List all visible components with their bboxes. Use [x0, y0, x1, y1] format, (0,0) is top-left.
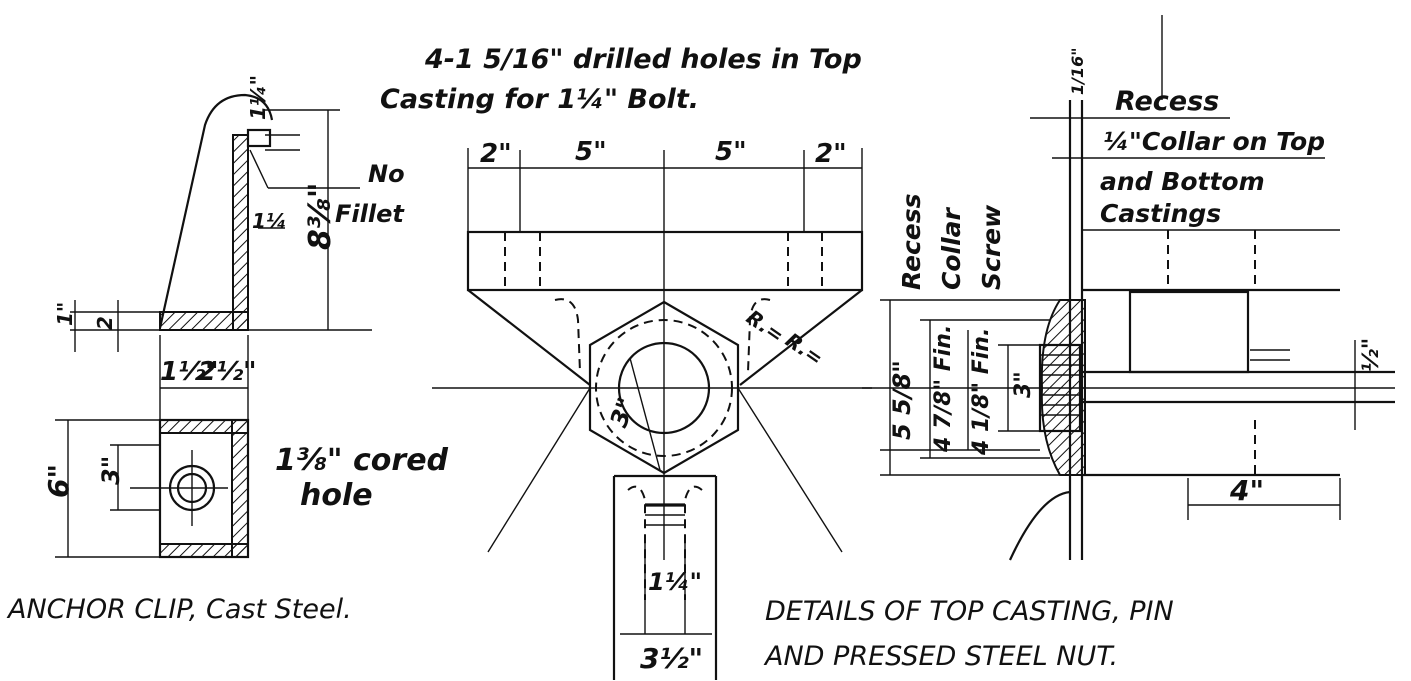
top-5-right-dim: 5" — [715, 137, 747, 167]
details-title-2: AND PRESSED STEEL NUT. — [763, 641, 1118, 672]
anchor-clip-title: ANCHOR CLIP, Cast Steel. — [6, 594, 352, 625]
drilled-holes-note-1: 4-1 5/16" drilled holes in Top — [424, 44, 862, 75]
nut-3-dim: 3" — [1011, 371, 1036, 398]
no-fillet-line1: No — [368, 160, 405, 188]
anchor-clip-plan — [55, 335, 250, 559]
right-half-dim: ½" — [1359, 338, 1384, 372]
radius-label-1: R.= — [742, 305, 789, 348]
drilled-holes-note-2: Casting for 1¼" Bolt. — [380, 84, 699, 115]
top-5-left-dim: 5" — [575, 137, 607, 167]
cored-hole-line1: 1⅜" cored — [275, 443, 449, 478]
collar-note-1: ¼"Collar on Top — [1103, 127, 1325, 156]
recess-top-label: Recess — [1115, 86, 1219, 117]
right-4-dim: 4" — [1229, 474, 1264, 507]
collar-note-3: Castings — [1100, 199, 1221, 228]
clip-14-dim: 1¼ — [252, 209, 287, 233]
nut-1-quarter-dim: 1¼" — [648, 568, 702, 596]
nut-4-1-8-dim: 4 1/8" Fin. — [969, 328, 994, 456]
pin-section-view — [862, 15, 1395, 561]
radius-label-2: R.= — [781, 328, 828, 371]
top-2-right-dim: 2" — [815, 139, 847, 169]
screw-vertical-label: Screw — [977, 204, 1006, 290]
pin-3-dim: 3" — [605, 394, 641, 431]
clip-1-4-dim: 1¼" — [246, 75, 270, 120]
no-fillet-line2: Fillet — [335, 200, 405, 228]
nut-4fin-dim: 4 7/8" Fin. — [931, 325, 956, 453]
clip-height-dim: 8⅜" — [303, 182, 338, 250]
clip-2-half-dim: 2½" — [198, 357, 257, 387]
top-2-left-dim: 2" — [480, 139, 512, 169]
top-casting-elevation — [432, 148, 872, 680]
clip-1-half-dim: 1½" — [160, 357, 219, 387]
clip-1-dim: 1" — [53, 302, 77, 326]
nut-3-half-dim: 3½" — [640, 642, 703, 675]
clip-6-dim: 6" — [42, 464, 75, 498]
collar-note-2: and Bottom — [1100, 167, 1265, 196]
collar-vertical-label: Collar — [937, 206, 966, 290]
right-1-16-dim: 1/16" — [1068, 47, 1087, 95]
clip-3-dim: 3" — [97, 456, 125, 485]
details-title-1: DETAILS OF TOP CASTING, PIN — [765, 596, 1174, 627]
clip-2-dim: 2 — [93, 316, 117, 330]
anchor-clip-elevation — [70, 93, 372, 352]
nut-5-dim: 5 5/8" — [888, 360, 916, 440]
recess-vertical-label: Recess — [897, 194, 926, 291]
cored-hole-line2: hole — [300, 478, 373, 513]
